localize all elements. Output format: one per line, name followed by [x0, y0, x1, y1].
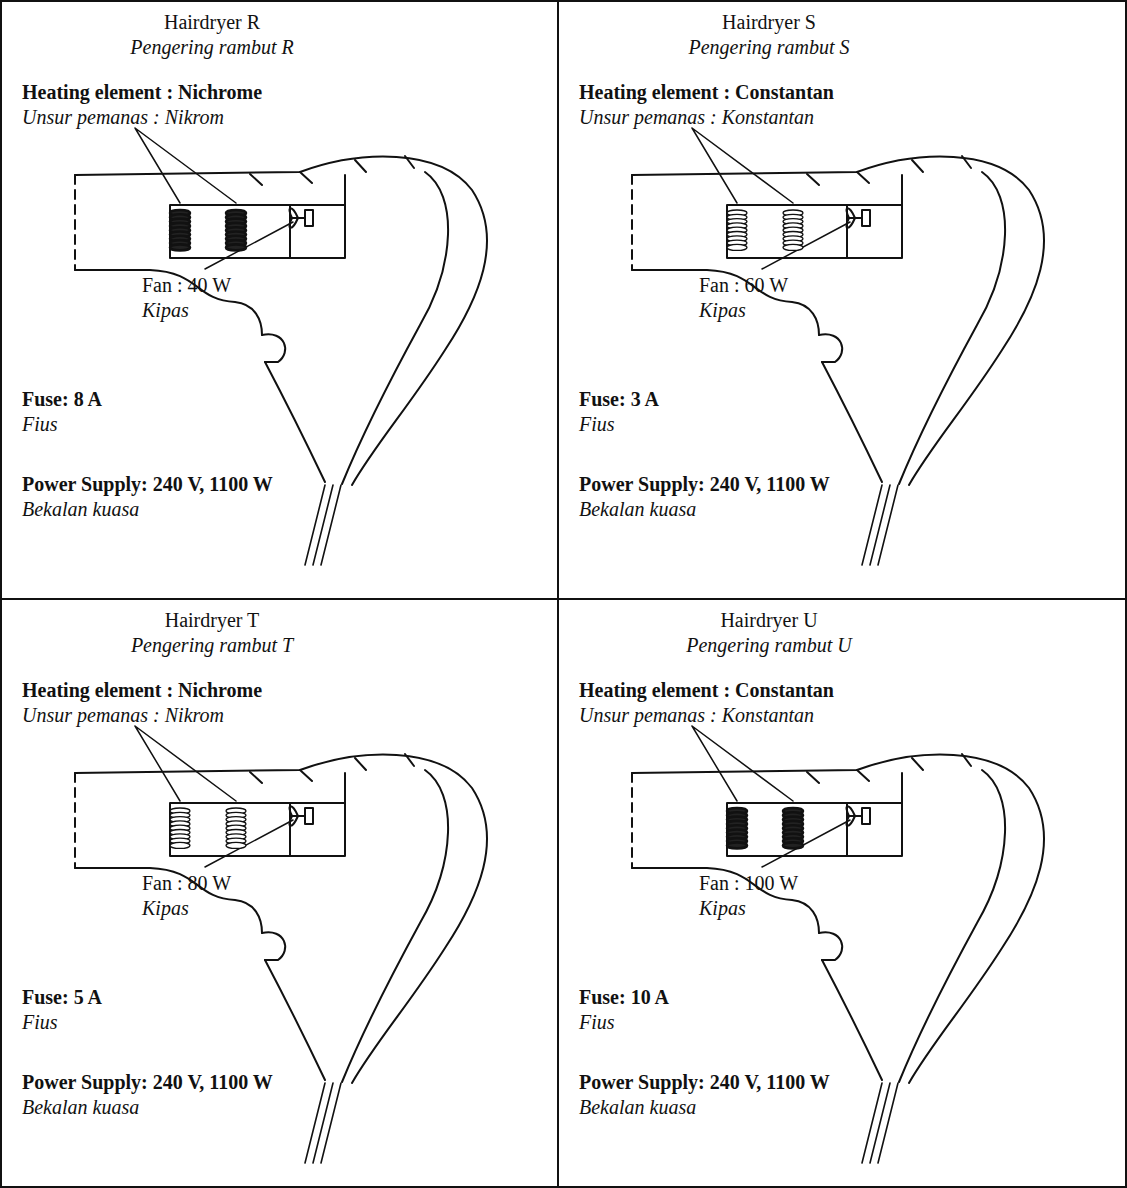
fan-malay: Kipas: [699, 896, 746, 920]
hairdryer-panel: Hairdryer UPengering rambut U Heating ele…: [557, 598, 1127, 1188]
title-malay: Pengering rambut T: [131, 633, 293, 657]
heating-element-label: Heating element : Constantan: [579, 678, 834, 702]
hairdryer-panel: Hairdryer TPengering rambut T Heating ele…: [0, 598, 559, 1188]
fan-label: Fan : 60 W: [699, 273, 788, 297]
heating-element-malay: Unsur pemanas : Konstantan: [579, 105, 814, 129]
title-malay: Pengering rambut U: [686, 633, 852, 657]
fan-malay: Kipas: [142, 896, 189, 920]
heating-element-malay: Unsur pemanas : Nikrom: [22, 703, 224, 727]
heating-element-label: Heating element : Nichrome: [22, 80, 262, 104]
power-supply-label: Power Supply: 240 V, 1100 W: [579, 472, 830, 496]
heating-element-label: Heating element : Constantan: [579, 80, 834, 104]
power-supply-malay: Bekalan kuasa: [579, 497, 696, 521]
title: Hairdryer R: [164, 10, 260, 34]
title: Hairdryer T: [165, 608, 260, 632]
power-supply-malay: Bekalan kuasa: [22, 497, 139, 521]
power-supply-malay: Bekalan kuasa: [579, 1095, 696, 1119]
title-malay: Pengering rambut R: [130, 35, 293, 59]
heating-element-label: Heating element : Nichrome: [22, 678, 262, 702]
power-supply-malay: Bekalan kuasa: [22, 1095, 139, 1119]
heating-element-malay: Unsur pemanas : Konstantan: [579, 703, 814, 727]
fuse-malay: Fius: [22, 412, 58, 436]
fan-label: Fan : 100 W: [699, 871, 798, 895]
fuse-label: Fuse: 5 A: [22, 985, 102, 1009]
fan-label: Fan : 40 W: [142, 273, 231, 297]
hairdryer-panel: Hairdryer SPengering rambut S Heating ele…: [557, 0, 1127, 600]
fuse-malay: Fius: [579, 1010, 615, 1034]
fuse-label: Fuse: 3 A: [579, 387, 659, 411]
power-supply-label: Power Supply: 240 V, 1100 W: [579, 1070, 830, 1094]
power-supply-label: Power Supply: 240 V, 1100 W: [22, 472, 273, 496]
title: Hairdryer S: [722, 10, 816, 34]
heating-coils: [170, 210, 803, 848]
fan-label: Fan : 80 W: [142, 871, 231, 895]
heating-element-malay: Unsur pemanas : Nikrom: [22, 105, 224, 129]
fuse-label: Fuse: 8 A: [22, 387, 102, 411]
fuse-label: Fuse: 10 A: [579, 985, 669, 1009]
fuse-malay: Fius: [579, 412, 615, 436]
fan-malay: Kipas: [142, 298, 189, 322]
power-supply-label: Power Supply: 240 V, 1100 W: [22, 1070, 273, 1094]
title-malay: Pengering rambut S: [688, 35, 849, 59]
title: Hairdryer U: [720, 608, 817, 632]
fan-malay: Kipas: [699, 298, 746, 322]
fuse-malay: Fius: [22, 1010, 58, 1034]
hairdryer-panel: Hairdryer RPengering rambut R Heating ele…: [0, 0, 559, 600]
